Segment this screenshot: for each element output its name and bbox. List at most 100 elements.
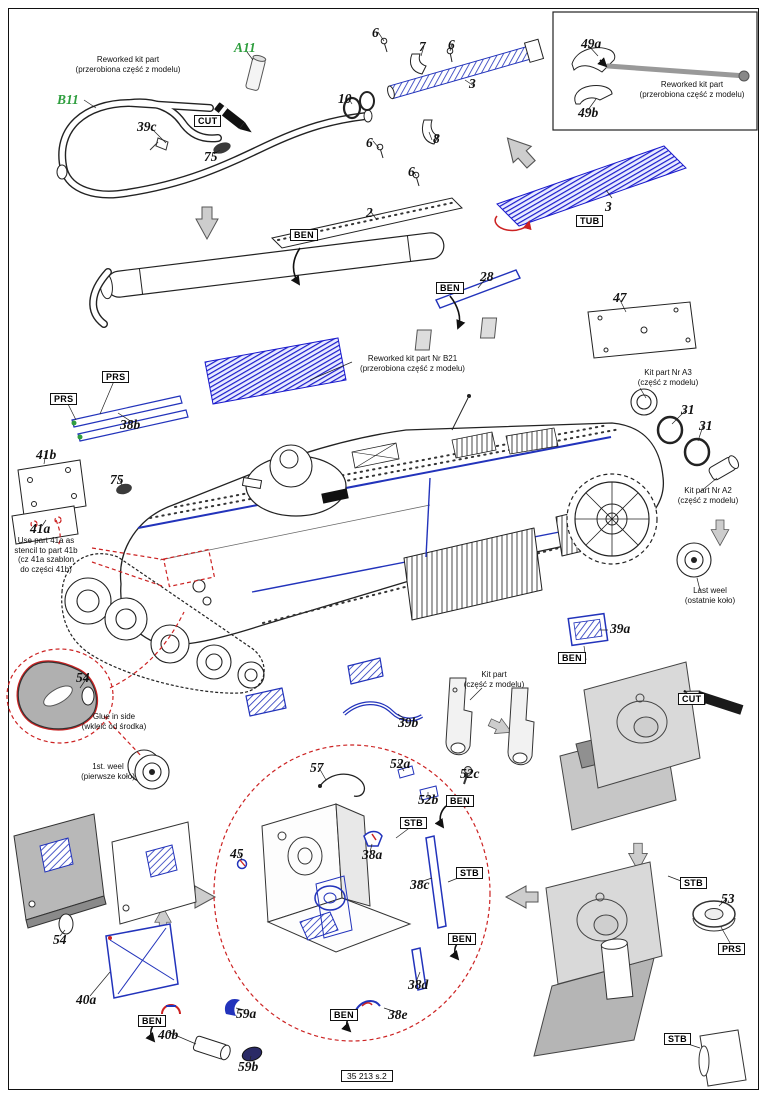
part-label-52b: 52b [418,792,439,807]
part-label-52a: 52a [390,756,411,771]
muffler-assembly-art [89,197,463,328]
part-label-6-1: 6 [372,25,379,40]
part-label-52c: 52c [460,766,480,781]
part-a11-art [245,54,267,91]
rolled-sheet-art [698,1029,747,1087]
ring-53-art [692,900,736,932]
tag-prs-3: PRS [718,943,746,955]
hatch-panels-art [13,813,263,1062]
tag-stb-1: STB [400,817,427,829]
part-label-41a: 41a [30,521,51,536]
stowage-box-lower-art [533,861,663,1057]
tag-ben-2: BEN [436,282,464,294]
first-wheel-art [127,749,170,790]
part-label-54-oval: 54 [53,932,67,947]
part-label-7: 7 [419,39,426,54]
track-length-art [494,145,687,232]
tag-ben-4: BEN [446,795,474,807]
part-label-38b: 38b [120,417,141,432]
tag-cut-2: CUT [678,693,706,705]
rails-38b-art [71,395,189,442]
part-label-39a: 39a [610,621,631,636]
tag-ben-3: BEN [558,652,586,664]
part-label-38a: 38a [362,847,383,862]
gusset-54-art [16,660,99,731]
part-label-a11: A11 [234,40,256,55]
part-label-47: 47 [613,290,627,305]
part-label-6-4: 6 [408,164,415,179]
part-label-75-left: 75 [110,472,124,487]
part-label-3-barrel: 3 [469,76,476,91]
gun-barrel-art [342,37,545,187]
note-kit-part-a3: Kit part Nr A3 (część z modelu) [637,368,699,387]
tag-ben-1: BEN [290,229,318,241]
page-border [8,8,759,1090]
part-label-39b: 39b [398,715,419,730]
red-dashed-guides [6,519,216,758]
part-label-53: 53 [721,891,735,906]
part-label-31-1: 31 [681,402,695,417]
marker-pen-icon [214,102,252,133]
part-label-28: 28 [480,269,494,284]
tag-ben-5: BEN [448,933,476,945]
part-label-39c: 39c [137,119,157,134]
part-label-49a: 49a [581,36,602,51]
note-reworked-inset: Reworked kit part (przerobiona część z m… [639,80,745,99]
tag-stb-3: STB [680,877,707,889]
note-last-wheel: Last weel (ostatnie koło) [684,586,736,605]
part-label-54-gusset: 54 [76,670,90,685]
part-39c-art [149,137,169,151]
tank-art [61,394,664,717]
part-label-3-track: 3 [605,199,612,214]
note-kit-part-a2: Kit part Nr A2 (część z modelu) [677,486,739,505]
part-label-59b: 59b [238,1059,259,1074]
tag-stb-4: STB [664,1033,691,1045]
part-label-10: 10 [338,91,352,106]
note-glue-inside: Glue in side (wkleić od środka) [81,712,147,731]
interior-assembly-art [213,744,491,1042]
tag-stb-2: STB [456,867,483,879]
part-label-38e: 38e [388,1007,408,1022]
tag-cut-1: CUT [194,115,222,127]
part-label-45: 45 [230,846,244,861]
clamp-parts-art [445,677,535,766]
part-39b-art [342,701,424,722]
plate-47-art [587,301,697,359]
part-label-8: 8 [433,131,440,146]
part-label-59a: 59a [236,1006,257,1021]
part-39a-art [567,612,609,647]
note-first-wheel: 1st. weel (pierwsze koło) [81,762,135,781]
part-label-31-2: 31 [699,418,713,433]
part-label-41b: 41b [36,447,57,462]
part-label-6-3: 6 [366,135,373,150]
inset-box-art [552,11,758,131]
exhaust-pipes-art [56,102,373,194]
plates-41-art [11,459,132,545]
wheel-parts-right [630,388,740,578]
part-label-38c: 38c [410,877,430,892]
channel-28-art [414,269,521,351]
part-label-40a: 40a [76,992,97,1007]
note-kit-part: Kit part (część z modelu) [463,670,525,689]
bundle-b21-art [204,337,347,405]
sheet-code-plate: 35 213 s.2 [341,1070,393,1082]
tag-tub: TUB [576,215,604,227]
part-label-38d: 38d [408,977,429,992]
part-label-40b: 40b [158,1027,179,1042]
tag-prs-2: PRS [50,393,78,405]
tag-ben-6: BEN [330,1009,358,1021]
part-label-75-top: 75 [204,149,218,164]
part-75-art [213,142,231,154]
part-label-b11: B11 [57,92,79,107]
note-reworked-top: Reworked kit part (przerobiona część z m… [75,55,181,74]
part-label-57: 57 [310,760,324,775]
note-reworked-b21: Reworked kit part Nr B21 (przerobiona cz… [360,354,465,373]
tag-prs-1: PRS [102,371,130,383]
part-label-6-2: 6 [448,37,455,52]
note-stencil: Use part 41a as stencil to part 41b (cz … [14,536,78,574]
tag-ben-7: BEN [138,1015,166,1027]
stowage-box-upper-art [559,661,744,831]
part-label-49b: 49b [578,105,599,120]
